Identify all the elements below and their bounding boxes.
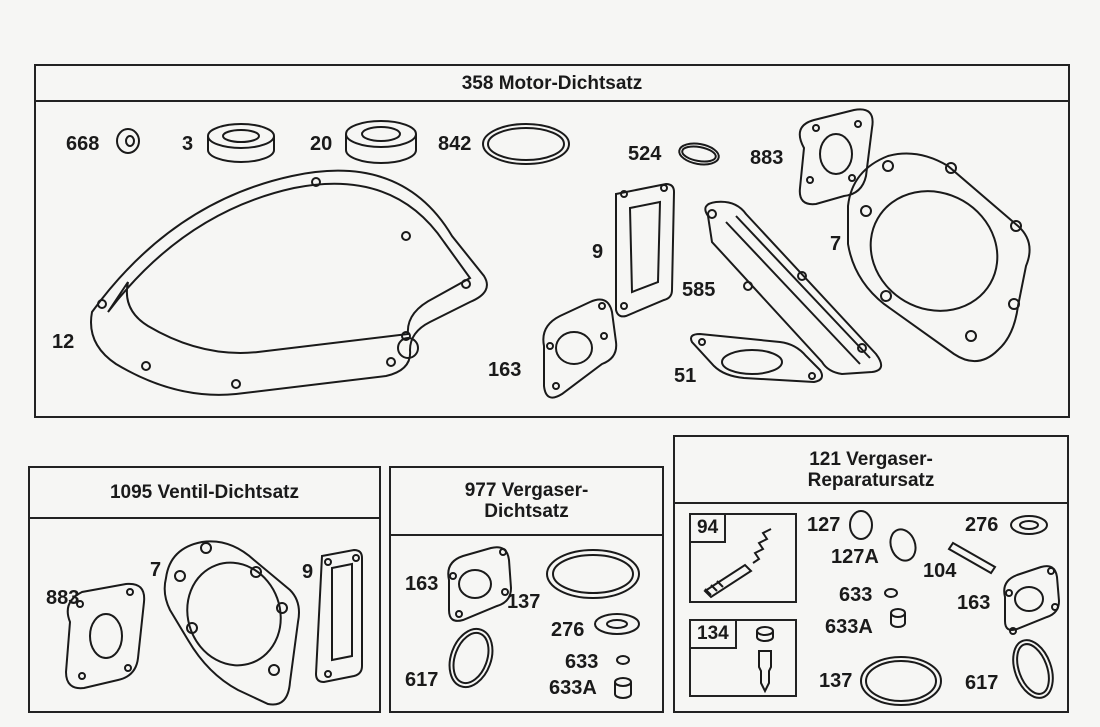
subkit-94-drawing [703, 528, 772, 599]
carb-label-633a: 633A [549, 677, 597, 699]
repair-part-104-pin [947, 541, 997, 575]
carb-repair-kit-panel: 121 Vergaser- Reparatursatz 94 134 [673, 435, 1069, 713]
repair-label-633: 633 [839, 584, 873, 606]
repair-label-276: 276 [965, 514, 999, 536]
carb-part-137-o-ring [546, 549, 640, 599]
carb-label-137: 137 [507, 591, 541, 613]
carb-gasket-kit-title-line2: Dichtsatz [484, 501, 569, 522]
repair-label-163: 163 [957, 592, 991, 614]
part-7-head-gasket [847, 152, 1031, 362]
motor-kit-drawing [90, 108, 1031, 399]
carb-part-276-washer [594, 613, 640, 635]
part-12-crankcase-gasket [90, 169, 488, 396]
label-51: 51 [674, 365, 697, 387]
repair-part-127-o-ring [849, 510, 873, 540]
label-842: 842 [438, 133, 472, 155]
subkit-134-panel: 134 [689, 619, 797, 697]
repair-part-137-o-ring [860, 656, 942, 706]
carb-part-163-gasket [447, 546, 513, 622]
repair-part-633a-cap [890, 608, 906, 628]
repair-label-617: 617 [965, 672, 999, 694]
repair-part-276-washer [1010, 515, 1048, 535]
repair-part-617-o-ring [1012, 639, 1054, 699]
label-9: 9 [592, 241, 604, 263]
valve-label-9: 9 [302, 561, 314, 583]
carb-gasket-kit-panel: 977 Vergaser- Dichtsatz 163 137 617 276 … [389, 466, 664, 713]
carb-part-633a-cap [614, 677, 632, 699]
motor-kit-header: 358 Motor-Dichtsatz [36, 66, 1068, 102]
carb-gasket-kit-drawing [447, 546, 640, 699]
valve-gasket-kit-panel: 1095 Ventil-Dichtsatz 883 7 9 [28, 466, 381, 713]
carb-part-617-o-ring [448, 627, 494, 689]
repair-label-104: 104 [923, 560, 957, 582]
inlet-needle-icon [756, 626, 774, 694]
valve-part-883-gasket [64, 582, 146, 690]
carb-label-617: 617 [405, 669, 439, 691]
repair-label-127a: 127A [831, 546, 879, 568]
needle-valve-icon [703, 563, 753, 599]
part-51-exhaust-gasket [690, 332, 823, 384]
carb-label-633: 633 [565, 651, 599, 673]
repair-part-163-gasket [1003, 565, 1061, 635]
label-668: 668 [66, 133, 100, 155]
valve-kit-header: 1095 Ventil-Dichtsatz [30, 468, 379, 519]
repair-part-127a-float-bowl [889, 528, 917, 562]
repair-part-633-plug [884, 588, 898, 598]
subkit-134-tag: 134 [691, 621, 737, 649]
part-585-long-gasket [704, 200, 883, 376]
valve-part-9-cover-gasket [314, 548, 363, 684]
part-20-oil-seal [345, 120, 417, 164]
part-524-ring [678, 142, 720, 166]
label-3: 3 [182, 133, 194, 155]
motor-kit-title: 358 Motor-Dichtsatz [461, 72, 643, 94]
part-842-o-ring [482, 123, 570, 165]
valve-label-883: 883 [46, 587, 80, 609]
part-163-carb-gasket [542, 298, 618, 399]
subkit-94-tag: 94 [691, 515, 727, 543]
part-668-washer [116, 128, 140, 154]
label-883: 883 [750, 147, 784, 169]
motor-gasket-kit-panel: 358 Motor-Dichtsatz [34, 64, 1070, 418]
valve-part-7-head-gasket [163, 540, 300, 706]
label-20: 20 [310, 133, 333, 155]
label-7: 7 [830, 233, 842, 255]
carb-repair-kit-title-line1: 121 Vergaser- [809, 448, 933, 470]
spring-icon [752, 528, 772, 564]
carb-gasket-kit-title-line1: 977 Vergaser- [464, 480, 589, 501]
part-883-flange-gasket [798, 108, 874, 206]
carb-repair-kit-title-line2: Reparatursatz [807, 469, 935, 491]
carb-part-633-plug [616, 655, 630, 665]
carb-label-276: 276 [551, 619, 585, 641]
subkit-134-drawing [756, 626, 774, 694]
repair-label-633a: 633A [825, 616, 873, 638]
carb-repair-kit-drawing [849, 510, 1061, 706]
repair-label-137: 137 [819, 670, 853, 692]
carb-gasket-kit-header: 977 Vergaser- Dichtsatz [391, 468, 662, 536]
label-163: 163 [488, 359, 522, 381]
label-524: 524 [628, 143, 662, 165]
part-3-oil-seal [207, 123, 275, 163]
label-12: 12 [52, 331, 75, 353]
label-585: 585 [682, 279, 716, 301]
valve-label-7: 7 [150, 559, 162, 581]
carb-label-163: 163 [405, 573, 439, 595]
carb-repair-kit-header: 121 Vergaser- Reparatursatz [675, 437, 1067, 504]
subkit-94-panel: 94 [689, 513, 797, 603]
repair-label-127: 127 [807, 514, 841, 536]
part-9-cover-gasket [615, 182, 676, 318]
valve-kit-drawing [64, 540, 363, 706]
valve-kit-title: 1095 Ventil-Dichtsatz [109, 482, 300, 503]
